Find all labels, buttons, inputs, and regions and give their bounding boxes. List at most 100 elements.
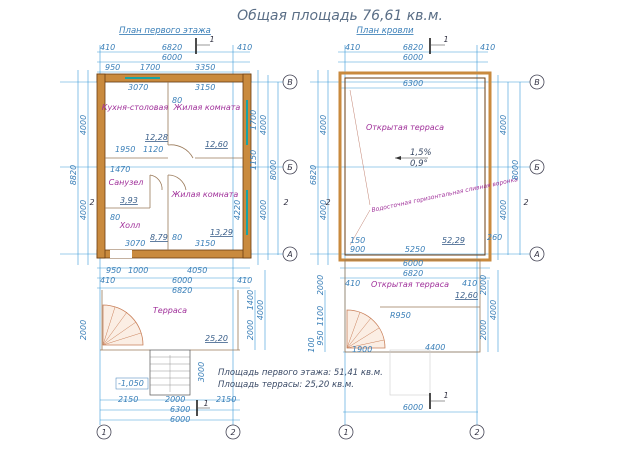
- dim: 1470: [110, 165, 130, 174]
- svg-text:Б: Б: [287, 163, 293, 172]
- room-kitchen: Кухня-столовая: [102, 103, 169, 112]
- dim: 6820: [403, 43, 423, 52]
- dim: 6300: [403, 79, 423, 88]
- svg-text:2: 2: [230, 428, 235, 437]
- axis-marker-v: В: [282, 74, 298, 90]
- dim: 950: [106, 266, 121, 275]
- axis-marker-v: В: [529, 74, 545, 90]
- section-mark-bottom: 1: [429, 391, 449, 409]
- dim: 2000: [316, 275, 325, 295]
- dim: 3070: [125, 239, 145, 248]
- dim: 1100: [316, 306, 325, 326]
- room-living-2: Жилая комната: [171, 190, 239, 199]
- terrace-railing: [344, 259, 481, 353]
- spiral-staircase: [102, 304, 144, 346]
- svg-text:В: В: [534, 78, 540, 87]
- level-value: -1,050: [118, 379, 144, 388]
- dim: 4000: [256, 300, 265, 320]
- svg-text:В: В: [287, 78, 293, 87]
- dim: 6000: [403, 53, 423, 62]
- slope-indicator: 1,5% 0,9°: [395, 148, 432, 169]
- first-floor-area-note: Площадь первого этажа: 51,41 кв.м.: [218, 368, 383, 378]
- dim: 6820: [309, 165, 318, 185]
- dim: 4000: [259, 200, 268, 220]
- dim: 950: [316, 330, 325, 345]
- dim: 410: [100, 276, 115, 285]
- partitions: [105, 82, 243, 250]
- dim: 4000: [259, 115, 268, 135]
- dim: 1000: [128, 266, 148, 275]
- dim: 3150: [195, 239, 215, 248]
- dim: 4000: [79, 115, 88, 135]
- dim: 6820: [403, 269, 423, 278]
- dim: 6000: [403, 403, 423, 412]
- area-open-terrace-1: 52,29: [442, 236, 465, 245]
- svg-text:Б: Б: [534, 163, 540, 172]
- dim: 2000: [79, 320, 88, 340]
- svg-text:2: 2: [474, 428, 479, 437]
- dim: 1400: [246, 290, 255, 310]
- dim: 6000: [403, 259, 423, 268]
- room-hall: Холл: [119, 221, 141, 230]
- svg-text:1: 1: [443, 391, 448, 400]
- dim: 8000: [269, 160, 278, 180]
- dim: R950: [390, 311, 411, 320]
- room-open-terrace-1: Открытая терраса: [366, 123, 444, 132]
- dim: 410: [237, 276, 252, 285]
- dim: 260: [487, 233, 502, 242]
- dim: 410: [237, 43, 252, 52]
- dim: 4000: [499, 115, 508, 135]
- axis-marker-1: 1: [338, 424, 354, 440]
- wall-right: [242, 73, 252, 259]
- dim: 6820: [162, 43, 182, 52]
- section-2-right: 2: [283, 198, 288, 207]
- section-2-left: 2: [325, 198, 330, 207]
- dim: 4050: [187, 266, 207, 275]
- dim: 410: [100, 43, 115, 52]
- room-living-1: Жилая комната: [173, 103, 241, 112]
- dim: 150: [350, 236, 365, 245]
- dim: 1700: [140, 63, 160, 72]
- section-2-right: 2: [523, 198, 528, 207]
- dim: 410: [345, 279, 360, 288]
- dim: 2000: [479, 320, 488, 340]
- axis-marker-b: Б: [282, 159, 298, 175]
- svg-text:1,5%: 1,5%: [410, 148, 432, 158]
- dim: 80: [110, 213, 120, 222]
- dim: 3000: [197, 362, 206, 382]
- svg-text:1: 1: [443, 35, 448, 44]
- svg-text:1: 1: [209, 35, 214, 44]
- dim: 4000: [319, 200, 328, 220]
- dim: 8820: [69, 165, 78, 185]
- dim: 6820: [172, 286, 192, 295]
- area-terrace: 25,20: [205, 334, 228, 343]
- axis-marker-2: 2: [469, 424, 485, 440]
- dim: 6300: [170, 405, 190, 414]
- drain-note: Водосточная горизонтальная сливная ворон…: [371, 176, 519, 214]
- area-hall: 8,79: [150, 233, 168, 242]
- drain-leader: [349, 89, 371, 206]
- section-mark-top: 1: [195, 35, 215, 54]
- level-mark: [115, 377, 149, 390]
- room-bathroom: Санузел: [109, 178, 144, 187]
- dim: 900: [350, 245, 365, 254]
- dim: 100: [307, 337, 316, 352]
- dim: 1700: [249, 110, 258, 130]
- wall-top: [96, 73, 252, 83]
- wall-left: [96, 73, 106, 259]
- dim: 6000: [170, 415, 190, 424]
- dim: 2150: [216, 395, 236, 404]
- dim: 2000: [246, 320, 255, 340]
- drain-leader: [349, 209, 371, 246]
- terrace-area-note: Площадь террасы: 25,20 кв.м.: [218, 380, 354, 390]
- room-terrace: Терраса: [153, 306, 187, 315]
- dim: 3070: [128, 83, 148, 92]
- axis-marker-1: 1: [96, 424, 112, 440]
- axis-marker-a: А: [529, 246, 545, 262]
- dim: 80: [172, 96, 182, 105]
- area-living-1: 12,60: [205, 140, 228, 149]
- entrance-stairs: [149, 349, 191, 396]
- dim: 410: [480, 43, 495, 52]
- dim: 4000: [319, 115, 328, 135]
